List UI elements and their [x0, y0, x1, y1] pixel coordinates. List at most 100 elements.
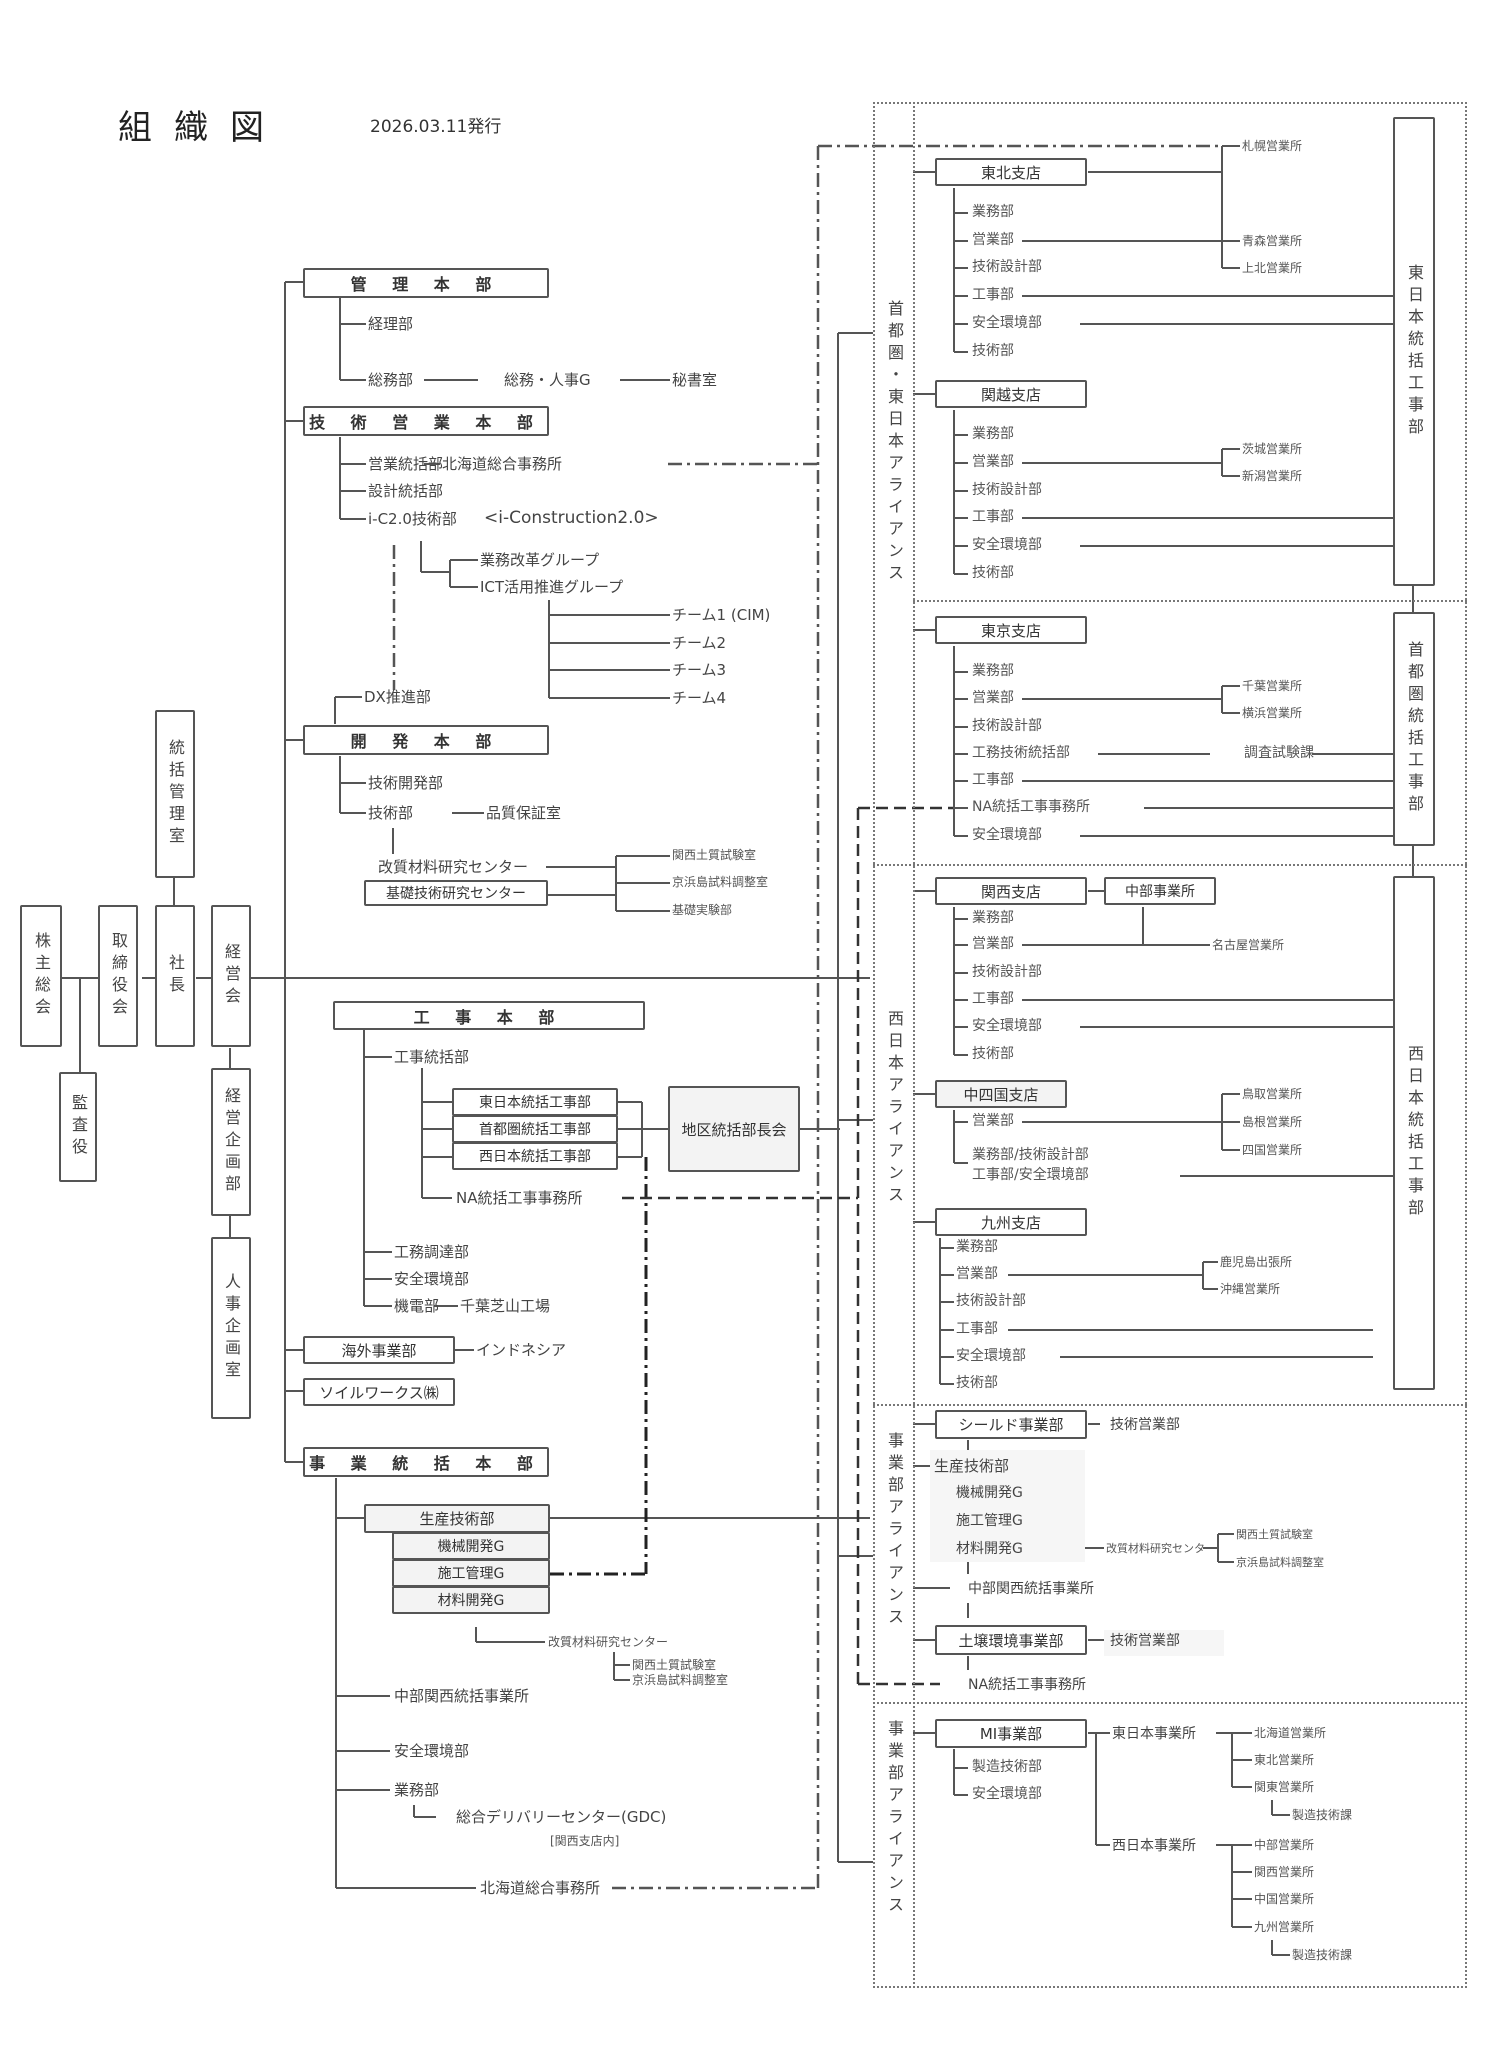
chubu-kansai-office: 中部関西統括事業所	[394, 1687, 530, 1705]
construction-hq-box[interactable]: 工 事 本 部	[333, 1001, 645, 1030]
tokyo-office: 千葉営業所	[1242, 679, 1303, 693]
mi-east-office: 東日本事業所	[1112, 1726, 1196, 1742]
kanetsu-dept: 工事部	[972, 509, 1014, 525]
kansai-branch-box[interactable]: 関西支店	[935, 877, 1087, 905]
shield-production-area	[930, 1450, 1085, 1562]
chushikoku-branch-box[interactable]: 中四国支店	[935, 1080, 1067, 1108]
west-construction-column[interactable]: 西日本統括工事部	[1393, 876, 1435, 1390]
section-divider-biz2	[873, 1702, 1467, 1704]
tohoku-dept: 営業部	[972, 232, 1014, 248]
chubu-office-box[interactable]: 中部事業所	[1104, 877, 1216, 905]
east-construction-column[interactable]: 東日本統括工事部	[1393, 117, 1435, 586]
tokyo-dept: NA統括工事事務所	[972, 799, 1091, 815]
nagoya-office: 名古屋営業所	[1212, 938, 1285, 952]
modified-materials-center: 改質材料研究センター	[378, 858, 529, 876]
ict-promotion-group: ICT活用推進グループ	[480, 578, 624, 596]
mi-west-branch: 九州営業所	[1254, 1920, 1315, 1934]
kyushu-branch-box[interactable]: 九州支店	[935, 1208, 1087, 1236]
soil-env-na-office: NA統括工事事務所	[968, 1677, 1087, 1693]
tohoku-office: 札幌営業所	[1242, 139, 1303, 153]
tech-sales-hq-box[interactable]: 技 術 営 業 本 部	[303, 406, 549, 436]
shield-chubu-kansai-office: 中部関西統括事業所	[968, 1581, 1094, 1597]
kansai-dept: 工事部	[972, 991, 1014, 1007]
design-control-dept: 設計統括部	[368, 482, 444, 500]
kanetsu-dept: 安全環境部	[972, 537, 1042, 553]
west-construction-box[interactable]: 西日本統括工事部	[452, 1142, 618, 1170]
tokyo-dept: 技術設計部	[972, 718, 1042, 734]
kansai-soil-lab-2: 関西土質試験室	[632, 1658, 717, 1672]
tohoku-dept: 技術設計部	[972, 259, 1042, 275]
kyushu-dept: 安全環境部	[956, 1348, 1026, 1364]
kanri-hq-box[interactable]: 管 理 本 部	[303, 268, 549, 298]
east-construction-box[interactable]: 東日本統括工事部	[452, 1088, 618, 1116]
shareholders-box[interactable]: 株主総会	[20, 905, 62, 1047]
shield-group: 施工管理G	[956, 1513, 1023, 1529]
production-tech-dept-box[interactable]: 生産技術部	[364, 1504, 550, 1533]
tokyo-branch-box[interactable]: 東京支店	[935, 616, 1087, 644]
modified-materials-center-2: 改質材料研究センター	[548, 1635, 669, 1649]
auditor-box[interactable]: 監査役	[59, 1072, 97, 1182]
president-box[interactable]: 社長	[155, 905, 195, 1047]
business-control-hq-box[interactable]: 事 業 統 括 本 部	[303, 1447, 549, 1477]
kyushu-dept: 工事部	[956, 1321, 998, 1337]
basic-tech-research-center-box[interactable]: 基礎技術研究センター	[364, 880, 548, 906]
shield-group: 機械開発G	[956, 1485, 1023, 1501]
procurement-dept: 工務調達部	[394, 1243, 470, 1261]
section-divider-tokyo	[913, 600, 1467, 602]
kyushu-dept: 技術設計部	[956, 1293, 1026, 1309]
corp-planning-box[interactable]: 経営企画部	[211, 1068, 251, 1216]
construction-control-dept: 工事統括部	[394, 1048, 470, 1066]
kansai-dept: 業務部	[972, 910, 1014, 926]
team-4: チーム4	[672, 689, 727, 707]
mi-dept: 安全環境部	[972, 1786, 1042, 1802]
mi-west-branch: 関西営業所	[1254, 1865, 1315, 1879]
mi-division-box[interactable]: MI事業部	[935, 1719, 1087, 1748]
metro-construction-box[interactable]: 首都圏統括工事部	[452, 1115, 618, 1143]
mgmt-meeting-box[interactable]: 経営会	[211, 905, 251, 1047]
regional-council-box[interactable]: 地区統括部長会	[668, 1086, 800, 1172]
soil-env-division-box[interactable]: 土壌環境事業部	[935, 1625, 1087, 1655]
team-2: チーム2	[672, 634, 727, 652]
shield-division-box[interactable]: シールド事業部	[935, 1410, 1087, 1439]
section-divider-biz1	[873, 1404, 1467, 1406]
kanetsu-branch-box[interactable]: 関越支店	[935, 380, 1087, 408]
machine-dev-group[interactable]: 機械開発G	[392, 1532, 550, 1560]
issue-date: 2026.03.11発行	[370, 117, 502, 137]
mi-east-branch: 東北営業所	[1254, 1753, 1315, 1767]
development-hq-box[interactable]: 開 発 本 部	[303, 725, 549, 755]
shield-center-lab: 京浜島試料調整室	[1236, 1556, 1324, 1569]
tohoku-office: 青森営業所	[1242, 234, 1303, 248]
board-box[interactable]: 取締役会	[98, 905, 138, 1047]
kanetsu-dept: 技術部	[972, 565, 1014, 581]
basic-experiment-dept: 基礎実験部	[672, 903, 733, 917]
kansai-soil-lab: 関西土質試験室	[672, 848, 757, 862]
na-construction-office: NA統括工事事務所	[456, 1189, 583, 1207]
shield-materials-center: 改質材料研究センター	[1106, 1542, 1216, 1555]
team-3: チーム3	[672, 661, 727, 679]
kansai-dept: 安全環境部	[972, 1018, 1042, 1034]
kyushu-office: 沖縄営業所	[1220, 1282, 1281, 1296]
general-mgmt-office-box[interactable]: 統括管理室	[155, 710, 195, 878]
general-affairs-dept: 総務部	[368, 371, 414, 389]
hr-planning-box[interactable]: 人事企画室	[211, 1237, 251, 1419]
construction-mgmt-group[interactable]: 施工管理G	[392, 1559, 550, 1587]
tohoku-branch-box[interactable]: 東北支店	[935, 158, 1087, 186]
kanetsu-dept: 技術設計部	[972, 482, 1042, 498]
alliance-east-label: 首都圏・東日本アライアンス	[885, 300, 904, 586]
kansai-dept: 営業部	[972, 936, 1014, 952]
hokkaido-office: 北海道総合事務所	[480, 1879, 601, 1897]
kyushu-dept: 技術部	[956, 1375, 998, 1391]
soilworks-box[interactable]: ソイルワークス㈱	[303, 1378, 455, 1406]
overseas-division-box[interactable]: 海外事業部	[303, 1336, 455, 1364]
mi-east-branch: 関東営業所	[1254, 1780, 1315, 1794]
tohoku-dept: 業務部	[972, 204, 1014, 220]
mi-west-sub: 製造技術課	[1292, 1948, 1353, 1962]
materials-dev-group[interactable]: 材料開発G	[392, 1586, 550, 1614]
metro-construction-column[interactable]: 首都圏統括工事部	[1393, 612, 1435, 846]
tohoku-office: 上北営業所	[1242, 261, 1303, 275]
mi-dept: 製造技術部	[972, 1759, 1042, 1775]
hokkaido-office-link: 北海道総合事務所	[442, 455, 563, 473]
ga-hr-group: 総務・人事G	[504, 371, 591, 389]
chiba-shibayama-factory: 千葉芝山工場	[460, 1297, 551, 1315]
